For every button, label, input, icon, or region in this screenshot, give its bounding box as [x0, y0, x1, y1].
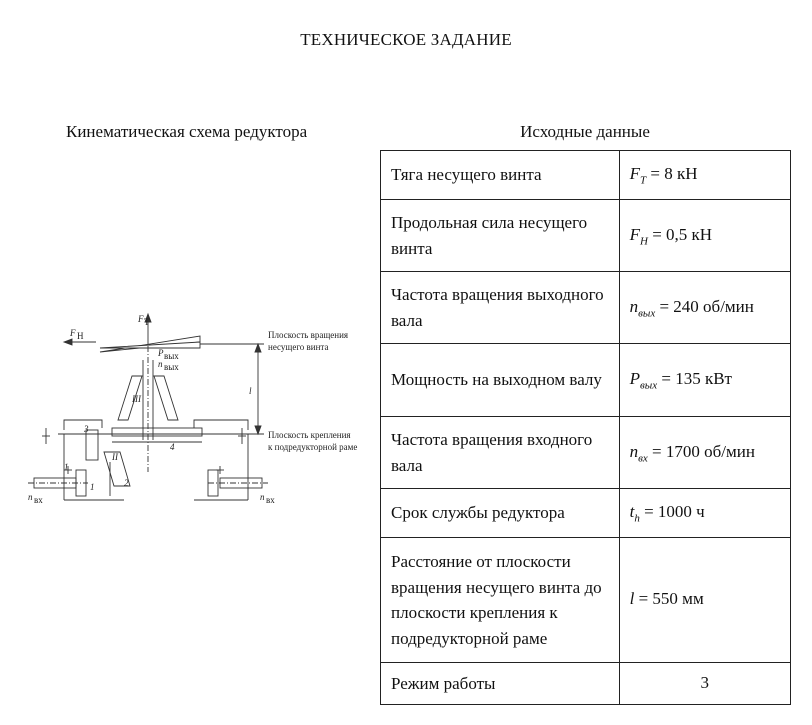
label-III: III: [131, 394, 142, 404]
document-title: ТЕХНИЧЕСКОЕ ЗАДАНИЕ: [300, 30, 512, 49]
param-name: Продольная сила несущего винта: [380, 199, 620, 272]
nin-right-label-sub: вх: [266, 495, 275, 505]
housing-top-left: [63, 419, 103, 430]
input-data-table: Тяга несущего винта FT = 8 кН Продольная…: [380, 150, 792, 705]
fh-arrow-head: [62, 338, 73, 346]
param-value: 3: [618, 662, 792, 705]
table-row: Мощность на выходном валу Pвых = 135 кВт: [380, 343, 792, 417]
mount-plane-label-line1: Плоскость крепления: [268, 430, 351, 440]
pinion-1-right: [207, 469, 219, 497]
mount-plane-label-line2: к подредукторной раме: [268, 442, 357, 452]
ft-arrow-head: [144, 312, 152, 323]
label-4: 4: [170, 442, 175, 452]
table-row: Режим работы 3: [380, 662, 792, 705]
fh-label: F: [69, 328, 76, 338]
param-value: l = 550 мм: [618, 537, 792, 663]
param-value: FT = 8 кН: [618, 150, 792, 200]
table-row: Частота вращения выходного вала nвых = 2…: [380, 271, 792, 344]
param-name: Режим работы: [380, 662, 620, 705]
ft-label: F: [137, 314, 144, 324]
rotor-plane-label-line2: несущего винта: [268, 342, 328, 352]
param-value: nвх = 1700 об/мин: [618, 416, 792, 489]
param-value: Pвых = 135 кВт: [618, 343, 792, 417]
kinematic-scheme: F H F T P вых n вых Плоскость вращения н…: [28, 312, 357, 505]
housing-top-right: [193, 419, 249, 430]
param-value: nвых = 240 об/мин: [618, 271, 792, 344]
dimension-l-label: l: [249, 386, 252, 396]
param-value: th = 1000 ч: [618, 488, 792, 538]
param-name: Частота вращения выходного вала: [380, 271, 620, 344]
nin-left-label-sub: вх: [34, 495, 43, 505]
param-name: Расстояние от плоскости вращения несущег…: [380, 537, 620, 663]
nout-label: n: [158, 359, 163, 369]
param-name: Частота вращения входного вала: [380, 416, 620, 489]
param-name: Срок службы редуктора: [380, 488, 620, 538]
nin-left-label: n: [28, 492, 33, 502]
label-1-left: 1: [64, 462, 69, 472]
label-II: II: [111, 452, 119, 462]
scheme-heading: Кинематическая схема редуктора: [66, 122, 308, 141]
bevel-gear-II: [103, 451, 131, 487]
pout-label: P: [157, 348, 164, 358]
table-row: Частота вращения входного вала nвх = 170…: [380, 416, 792, 489]
nin-right-label: n: [260, 492, 265, 502]
gear-3: [85, 429, 99, 461]
table-row: Тяга несущего винта FT = 8 кН: [380, 150, 792, 200]
rotor-plane-label-line1: Плоскость вращения: [268, 330, 348, 340]
label-3: 3: [83, 424, 89, 434]
param-name: Мощность на выходном валу: [380, 343, 620, 417]
table-row: Срок службы редуктора th = 1000 ч: [380, 488, 792, 538]
rotor-blade-right: [99, 341, 201, 349]
label-2: 2: [124, 478, 129, 488]
pout-label-sub: вых: [164, 351, 179, 361]
carrier-III-right: [153, 375, 179, 421]
table-row: Продольная сила несущего винта FH = 0,5 …: [380, 199, 792, 272]
carrier-III-left: [117, 375, 143, 421]
label-1-right: 1: [90, 482, 95, 492]
pinion-1-left: [75, 469, 87, 497]
ring-gear-4: [111, 427, 203, 437]
data-heading: Исходные данные: [520, 122, 650, 141]
param-name: Тяга несущего винта: [380, 150, 620, 200]
param-value: FH = 0,5 кН: [618, 199, 792, 272]
ft-label-sub: T: [144, 317, 150, 327]
nout-label-sub: вых: [164, 362, 179, 372]
fh-label-sub: H: [77, 331, 84, 341]
table-row: Расстояние от плоскости вращения несущег…: [380, 537, 792, 663]
